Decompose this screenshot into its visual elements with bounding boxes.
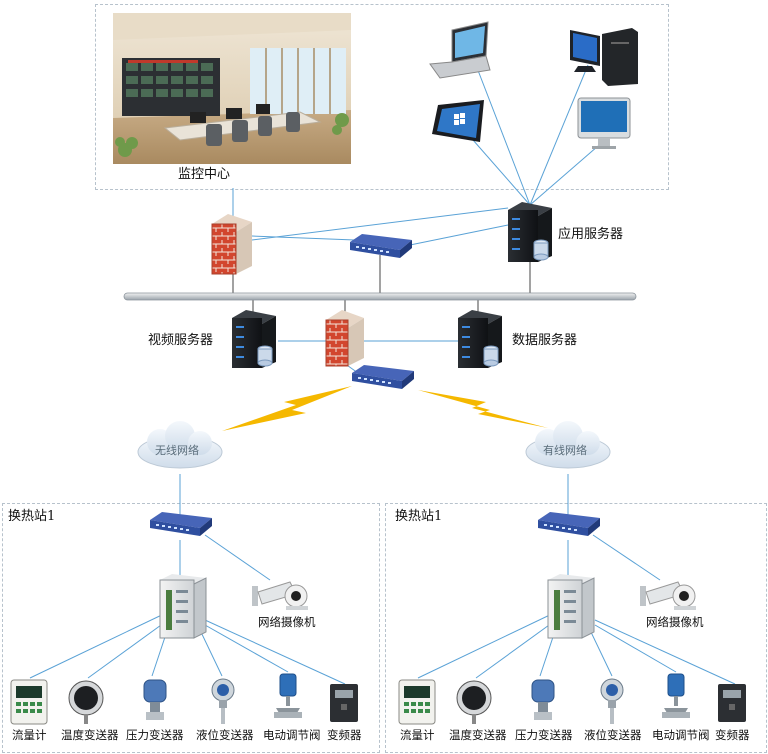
data-server-icon (458, 310, 502, 368)
wireless-cloud-icon (137, 421, 223, 469)
switch-station-left-icon (150, 512, 212, 536)
lightning-wireless-icon (222, 386, 352, 431)
temperature-transmitter-left-icon (68, 680, 104, 724)
switch-distribution-icon (352, 365, 414, 389)
app-server-icon (508, 202, 552, 262)
app-server-label: 应用服务器 (558, 227, 624, 242)
desktop-computer-icon (570, 28, 638, 86)
control-room-photo (113, 13, 351, 164)
monitor-center-box (95, 4, 669, 190)
switch-core-icon (350, 234, 412, 258)
station-right-box (385, 503, 767, 753)
device-label-level-right: 液位变送器 (584, 728, 642, 742)
control-cabinet-left-icon (159, 574, 207, 639)
device-label-valve-right: 电动调节阀 (652, 728, 710, 742)
tablet-icon (432, 100, 484, 142)
device-label-converter-right: 变频器 (715, 728, 750, 742)
data-server-label: 数据服务器 (512, 333, 578, 348)
camera-right-label: 网络摄像机 (646, 615, 704, 629)
device-label-flow-meter-left: 流量计 (12, 728, 47, 742)
device-label-level-left: 液位变送器 (196, 728, 254, 742)
flow-meter-right-icon (398, 679, 436, 725)
lightning-wired-icon (418, 390, 548, 428)
level-transmitter-right-icon (600, 678, 624, 724)
level-transmitter-left-icon (211, 678, 235, 724)
pressure-transmitter-right-icon (531, 679, 555, 720)
device-label-flow-meter-right: 流量计 (400, 728, 435, 742)
device-label-converter-left: 变频器 (327, 728, 362, 742)
firewall-top-icon (211, 214, 252, 275)
station-left-box (2, 503, 380, 753)
video-server-label: 视频服务器 (148, 333, 214, 348)
frequency-converter-left-icon (330, 684, 358, 722)
network-links (29, 59, 736, 685)
station-right-title: 换热站1 (395, 509, 443, 524)
wired-network-label: 有线网络 (543, 444, 587, 457)
frequency-converter-right-icon (718, 684, 746, 722)
pressure-transmitter-left-icon (143, 679, 167, 720)
imac-icon (577, 97, 631, 149)
device-label-valve-left: 电动调节阀 (263, 728, 321, 742)
network-bus (123, 255, 637, 314)
device-label-temperature-left: 温度变送器 (61, 728, 119, 742)
wireless-network-label: 无线网络 (155, 444, 199, 457)
control-cabinet-right-icon (547, 574, 595, 639)
camera-left-label: 网络摄像机 (258, 615, 316, 629)
firewall-middle-icon (325, 310, 364, 367)
device-label-temperature-right: 温度变送器 (449, 728, 507, 742)
network-camera-right-icon (640, 581, 696, 610)
station-left-title: 换热站1 (8, 509, 56, 524)
laptop-icon (429, 21, 491, 79)
temperature-transmitter-right-icon (456, 680, 492, 724)
electric-control-valve-left-icon (274, 673, 302, 718)
flow-meter-left-icon (10, 679, 48, 725)
video-server-icon (232, 310, 276, 368)
network-camera-left-icon (252, 581, 308, 610)
monitor-center-label: 监控中心 (178, 167, 231, 182)
device-label-pressure-left: 压力变送器 (126, 728, 184, 742)
switch-station-right-icon (538, 512, 600, 536)
device-label-pressure-right: 压力变送器 (515, 728, 573, 742)
electric-control-valve-right-icon (662, 673, 690, 718)
wired-cloud-icon (525, 421, 611, 469)
